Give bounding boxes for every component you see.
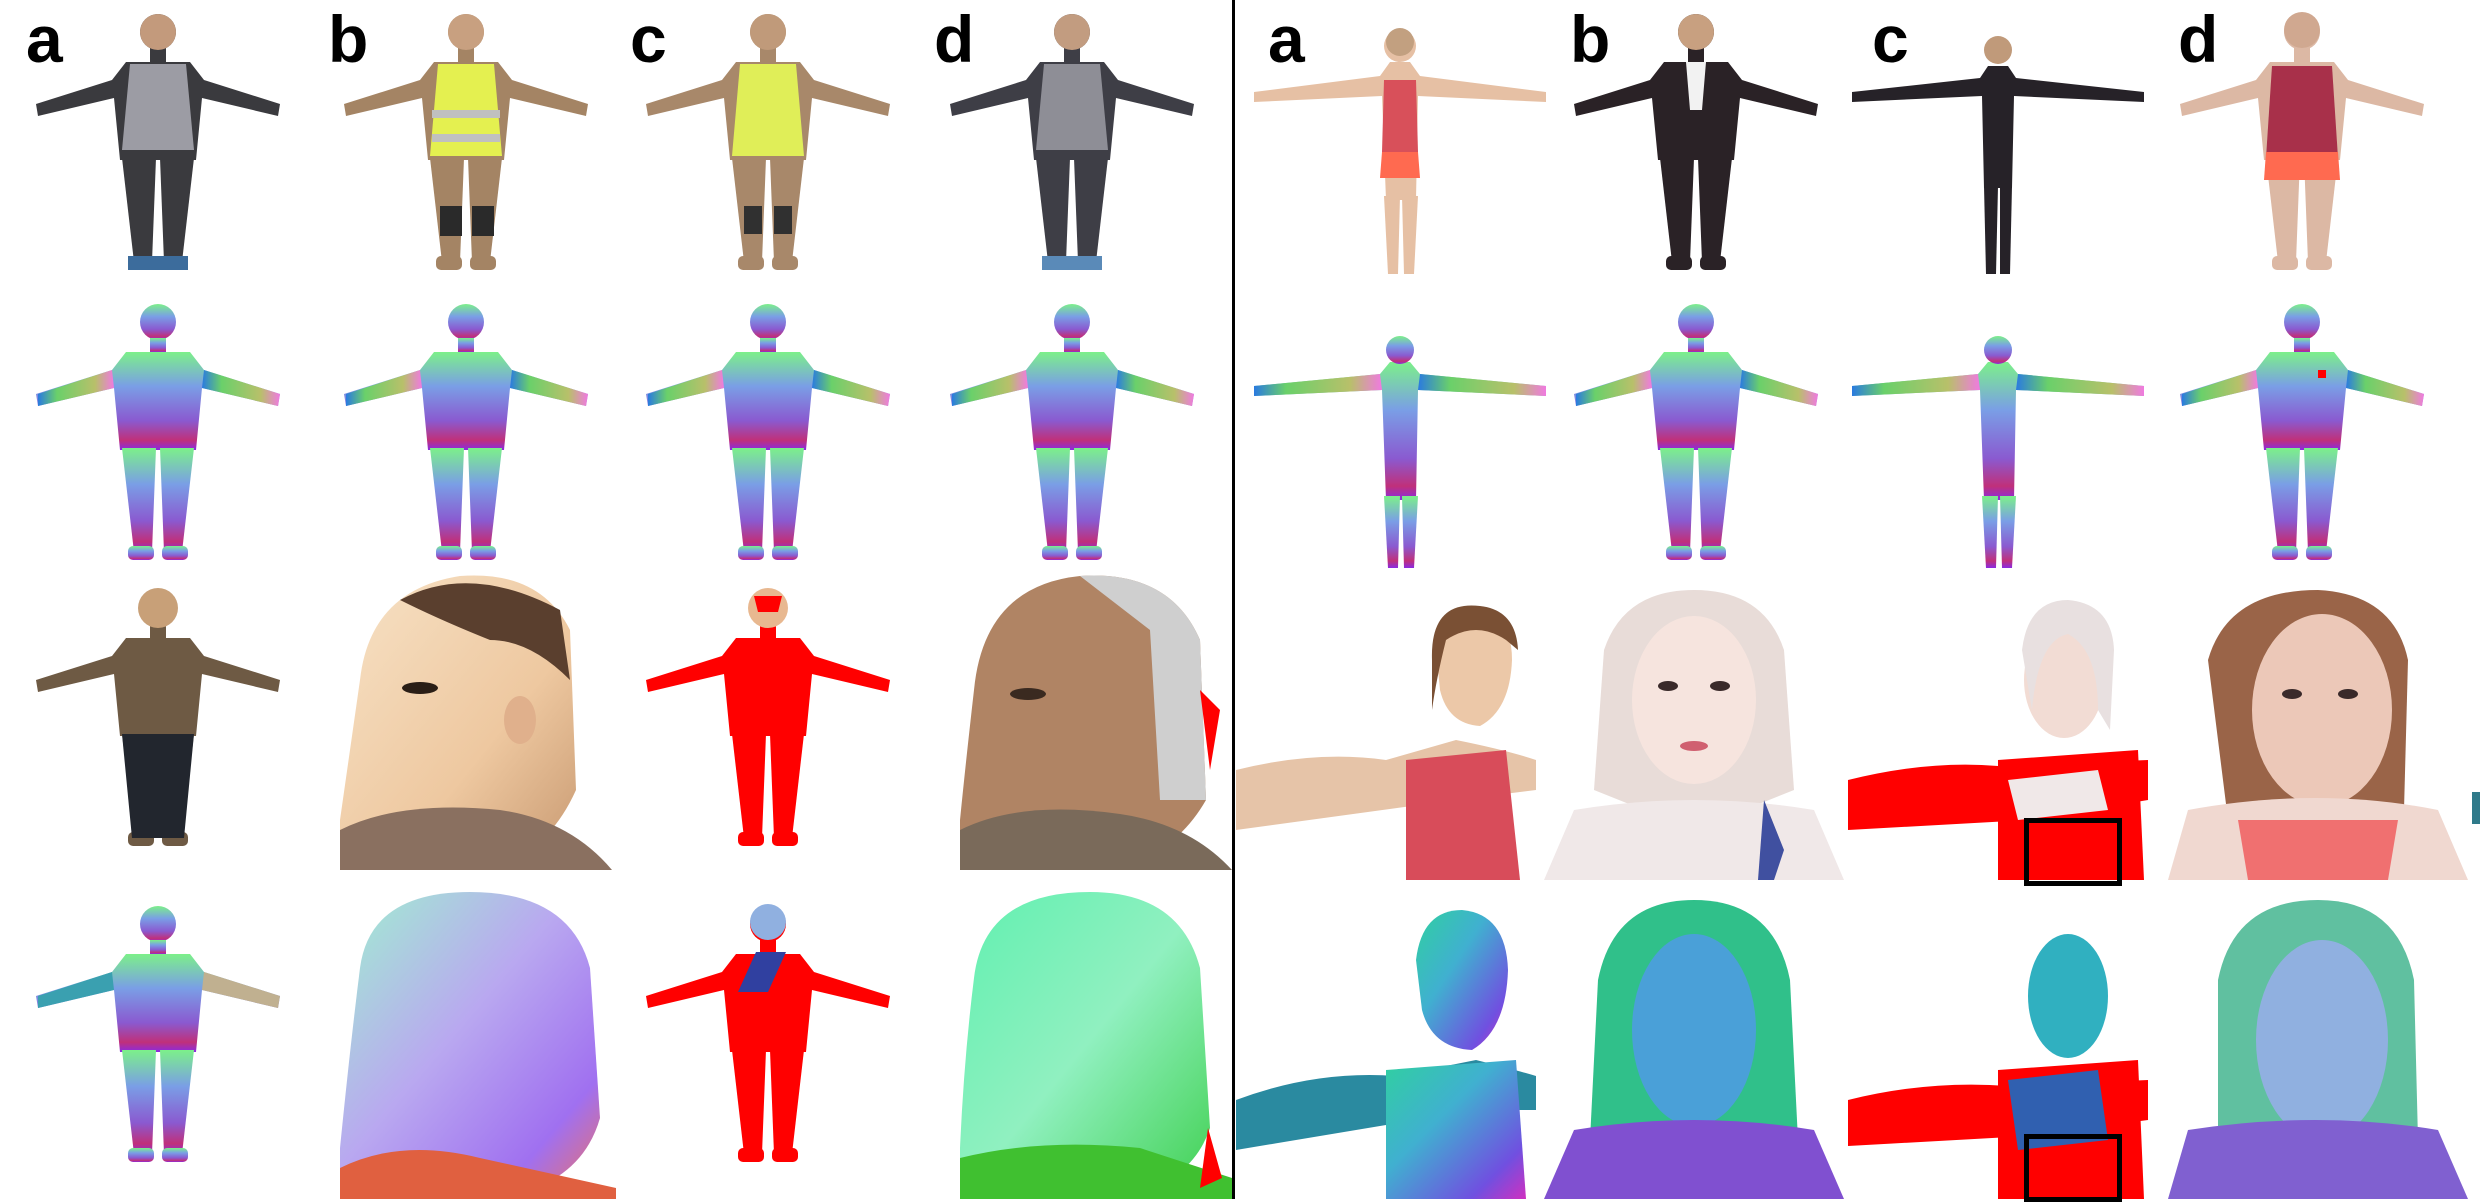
column-label-d: d — [2178, 2, 2219, 76]
render-woman-reconstructed — [2152, 0, 2452, 290]
normal-map-boy-face-b — [340, 888, 616, 1199]
render-man-yellow-vest-reconstructed — [618, 0, 918, 290]
closeup-woman-reconstructed — [2168, 590, 2468, 880]
normal-map-boy-a — [8, 892, 308, 1182]
render-man-yellow-vest — [316, 0, 616, 290]
normal-map-man-b — [1546, 290, 1846, 580]
highlight-box-row3 — [2024, 818, 2122, 886]
normal-map-woman-closeup-a — [1236, 900, 1544, 1199]
closeup-boy-face-reconstructed — [960, 570, 1232, 880]
error-map-woman-normal-c — [1848, 900, 2148, 1199]
normal-map-body-b — [316, 290, 616, 580]
edge-artifact — [2472, 792, 2480, 824]
column-label-c: c — [1872, 2, 1909, 76]
normal-map-body-d — [922, 290, 1222, 580]
column-label-b: b — [328, 2, 369, 76]
column-label-b: b — [1570, 2, 1611, 76]
normal-map-body-a — [8, 290, 308, 580]
normal-map-woman-closeup-d — [2168, 900, 2468, 1199]
render-boy-jacket — [8, 576, 308, 866]
error-map-woman-closeup-c — [1848, 590, 2148, 880]
left-panel: a b c d — [0, 0, 1232, 1199]
column-label-a: a — [26, 2, 63, 76]
normal-map-woman-d — [2152, 290, 2452, 580]
right-panel: a b c d — [1236, 0, 2483, 1202]
render-man-black-suit — [1546, 0, 1846, 290]
error-map-boy-c-red — [618, 892, 918, 1182]
render-man-black-suit-reconstructed — [1848, 0, 2148, 290]
closeup-woman-ponytail — [1236, 590, 1544, 880]
normal-map-woman-closeup-b — [1544, 900, 1844, 1199]
render-man-gray-vest-reconstructed — [922, 0, 1222, 290]
column-label-c: c — [630, 2, 667, 76]
column-label-a: a — [1268, 2, 1305, 76]
normal-map-body-c — [618, 290, 918, 580]
column-label-d: d — [934, 2, 975, 76]
render-woman-red-top — [1250, 0, 1550, 290]
closeup-boy-face — [340, 570, 612, 880]
closeup-woman-white-hair — [1544, 590, 1844, 880]
error-map-body-c-red — [618, 576, 918, 866]
normal-map-man-c — [1848, 290, 2148, 580]
normal-map-boy-face-d — [960, 888, 1232, 1199]
normal-map-woman-a — [1250, 290, 1550, 580]
panel-divider — [1232, 0, 1235, 1199]
highlight-box-row4 — [2024, 1134, 2122, 1202]
render-man-gray-vest — [8, 0, 308, 290]
